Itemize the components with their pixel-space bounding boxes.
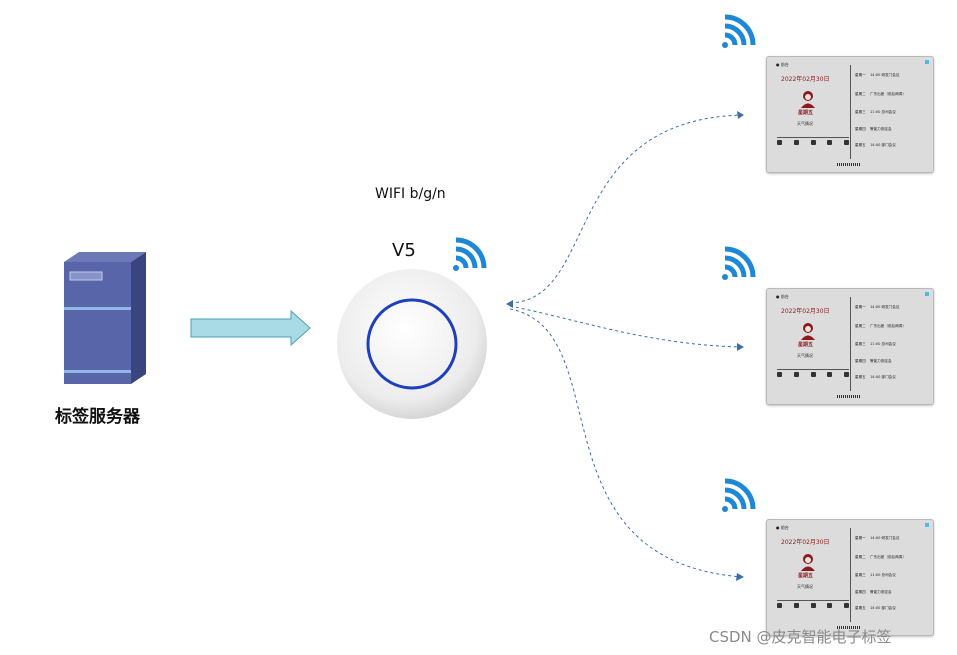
link-arrowhead <box>737 111 744 119</box>
status-indicator <box>925 60 929 64</box>
weather-icon <box>810 372 816 377</box>
divider <box>777 369 849 370</box>
tag-weekday: 星期五 <box>798 342 814 348</box>
barcode <box>837 626 861 629</box>
server-label: 标签服务器 <box>55 407 140 427</box>
schedule-row: 星期四警能力测定会 <box>855 359 892 363</box>
tag-date: 2022年02月30日 <box>781 308 830 315</box>
tag-brand: ● 前台 <box>776 525 789 530</box>
weather-icons <box>777 372 849 377</box>
barcode <box>837 395 861 398</box>
weather-icon <box>844 372 849 377</box>
divider <box>850 65 851 159</box>
status-indicator <box>925 523 929 527</box>
weather-icon <box>827 140 833 145</box>
divider <box>850 528 851 622</box>
barcode <box>837 163 861 166</box>
tag-brand: ● 前台 <box>776 62 789 67</box>
link-arrowhead <box>737 343 744 351</box>
tag-date: 2022年02月30日 <box>781 76 830 83</box>
link-to-tag-3 <box>509 308 743 578</box>
link-arrowhead <box>736 573 744 581</box>
wifi-icon <box>722 14 756 48</box>
wifi-icon <box>453 237 487 271</box>
tag-weekday: 星期五 <box>798 110 814 116</box>
weather-icons <box>777 603 849 608</box>
wifi-icon <box>722 478 756 512</box>
schedule-row: 星期四警能力测定会 <box>855 590 892 594</box>
weather-icons <box>777 140 849 145</box>
avatar-icon <box>801 91 815 108</box>
tag-weekday: 星期五 <box>798 573 814 579</box>
server-icon <box>64 252 146 384</box>
wifi-icon <box>722 246 756 280</box>
weather-icon <box>827 603 833 608</box>
avatar-icon <box>801 554 815 571</box>
divider <box>850 297 851 391</box>
schedule-row: 星期二广东出差（前后两周） <box>855 92 906 96</box>
watermark: CSDN @皮克智能电子标签 <box>709 628 892 646</box>
weather-icon <box>793 140 799 145</box>
weather-icon <box>810 140 816 145</box>
tag-weather-title: 天气情况 <box>797 584 813 589</box>
divider <box>777 137 849 138</box>
tag-date: 2022年02月30日 <box>781 539 830 546</box>
schedule-row: 星期四警能力测定会 <box>855 127 892 131</box>
weather-icon <box>777 372 782 377</box>
wifi-standard-label: WIFI b/g/n <box>375 186 446 202</box>
weather-icon <box>844 140 849 145</box>
weather-icon <box>777 603 782 608</box>
avatar-icon <box>801 323 815 340</box>
data-flow-arrow <box>190 309 311 347</box>
tag-weather-title: 天气情况 <box>797 121 813 126</box>
schedule-row: 星期二广东出差（前后两周） <box>855 324 906 328</box>
divider <box>777 600 849 601</box>
weather-icon <box>810 603 816 608</box>
weather-icon <box>777 140 782 145</box>
tag-brand: ● 前台 <box>776 294 789 299</box>
link-to-tag-1 <box>509 114 743 304</box>
schedule-row: 星期二广东出差（前后两周） <box>855 555 906 559</box>
weather-icon <box>793 372 799 377</box>
tag-weather-title: 天气情况 <box>797 353 813 358</box>
weather-icon <box>844 603 849 608</box>
access-point-icon <box>337 269 487 419</box>
ap-model-label: V5 <box>392 240 416 261</box>
status-indicator <box>925 292 929 296</box>
weather-icon <box>793 603 799 608</box>
link-to-tag-2 <box>509 305 743 348</box>
link-arrowhead <box>506 300 513 308</box>
weather-icon <box>827 372 833 377</box>
